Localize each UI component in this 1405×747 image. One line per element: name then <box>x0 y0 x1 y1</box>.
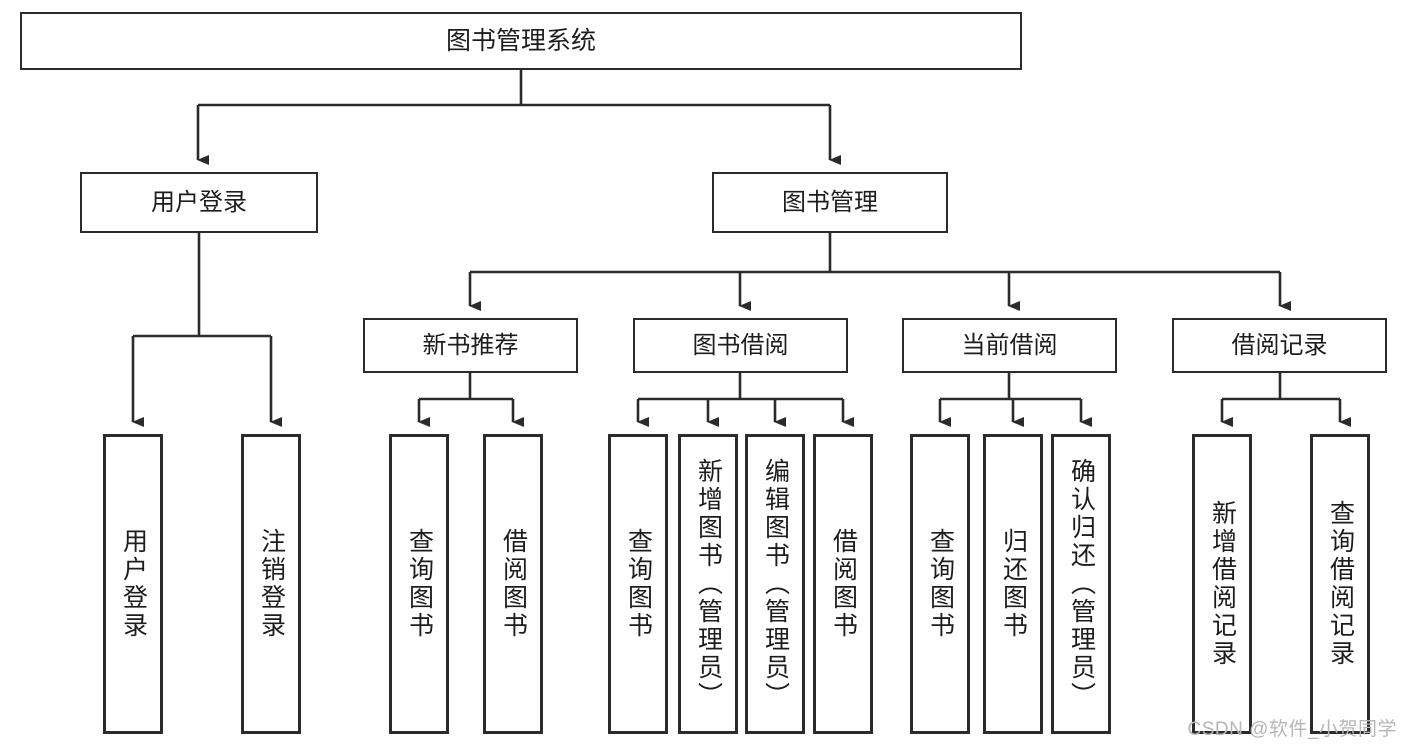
node-label: 借阅记录 <box>1231 331 1328 359</box>
node-label: 注销登录 <box>257 528 286 640</box>
node-label: 查询图书 <box>624 528 653 640</box>
node-book-manage[interactable]: 图书管理 <box>712 172 948 233</box>
node-current-borrow[interactable]: 当前借阅 <box>902 318 1117 373</box>
node-label: 图书借阅 <box>692 331 789 359</box>
node-label: 借阅图书 <box>499 528 528 640</box>
node-label: 新书推荐 <box>422 331 519 359</box>
node-leaf-user-login[interactable]: 用户登录 <box>103 434 163 734</box>
node-label: 编辑图书（管理员） <box>761 458 790 710</box>
node-label: 确认归还（管理员） <box>1067 458 1096 710</box>
node-label: 归还图书 <box>999 528 1028 640</box>
node-label: 当前借阅 <box>961 331 1058 359</box>
watermark-text: CSDN @软件_小贺同学 <box>1187 719 1397 740</box>
node-label: 查询图书 <box>926 528 955 640</box>
node-label: 查询借阅记录 <box>1326 500 1355 668</box>
node-leaf-query-book-2[interactable]: 查询图书 <box>608 434 668 734</box>
node-leaf-edit-book-admin[interactable]: 编辑图书（管理员） <box>745 434 805 734</box>
node-label: 新增图书（管理员） <box>694 458 723 710</box>
node-leaf-add-book-admin[interactable]: 新增图书（管理员） <box>678 434 738 734</box>
node-leaf-add-record[interactable]: 新增借阅记录 <box>1192 434 1252 734</box>
node-borrow-record[interactable]: 借阅记录 <box>1172 318 1387 373</box>
node-label: 查询图书 <box>405 528 434 640</box>
node-user-login[interactable]: 用户登录 <box>80 172 318 233</box>
node-leaf-query-record[interactable]: 查询借阅记录 <box>1310 434 1370 734</box>
node-label: 图书管理 <box>782 188 878 216</box>
node-root-system[interactable]: 图书管理系统 <box>20 12 1022 70</box>
node-leaf-borrow-book-2[interactable]: 借阅图书 <box>813 434 873 734</box>
node-label: 图书管理系统 <box>445 26 596 55</box>
node-leaf-logout-login[interactable]: 注销登录 <box>241 434 301 734</box>
node-leaf-return-book[interactable]: 归还图书 <box>983 434 1043 734</box>
node-new-book-recommend[interactable]: 新书推荐 <box>363 318 578 373</box>
node-leaf-borrow-book-1[interactable]: 借阅图书 <box>483 434 543 734</box>
node-book-borrow[interactable]: 图书借阅 <box>633 318 848 373</box>
node-leaf-query-book-3[interactable]: 查询图书 <box>910 434 970 734</box>
node-label: 新增借阅记录 <box>1208 500 1237 668</box>
node-label: 借阅图书 <box>829 528 858 640</box>
node-leaf-query-book-1[interactable]: 查询图书 <box>389 434 449 734</box>
node-label: 用户登录 <box>151 188 247 216</box>
node-leaf-confirm-return[interactable]: 确认归还（管理员） <box>1051 434 1111 734</box>
node-label: 用户登录 <box>119 528 148 640</box>
